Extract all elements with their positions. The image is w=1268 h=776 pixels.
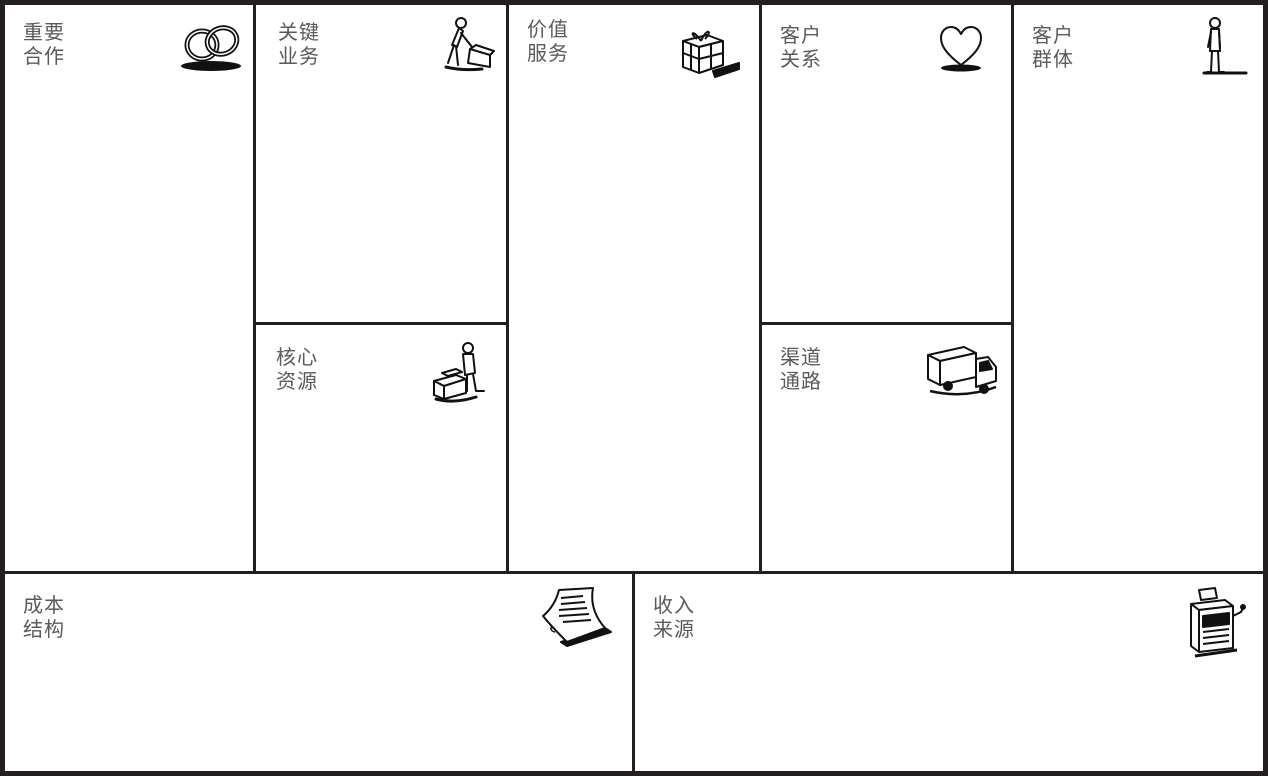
title-line-2: 关系: [780, 47, 822, 71]
invoice-paper-icon: [541, 586, 613, 648]
outer-border-left: [0, 0, 5, 776]
block-key-activities[interactable]: 关键 业务: [256, 5, 506, 322]
divider-vertical-1: [253, 0, 256, 573]
block-value-propositions[interactable]: 价值 服务: [509, 5, 759, 571]
block-title: 重要 合作: [23, 20, 65, 68]
gift-box-icon: [679, 19, 743, 79]
title-line-2: 来源: [653, 617, 695, 641]
title-line-2: 业务: [278, 44, 320, 68]
block-revenue-streams[interactable]: 收入 来源: [635, 574, 1263, 771]
block-channels[interactable]: 渠道 通路: [762, 325, 1011, 571]
standing-person-icon: [1198, 15, 1248, 77]
block-title: 价值 服务: [527, 17, 569, 65]
title-line-1: 价值: [527, 17, 569, 41]
outer-border-right: [1263, 0, 1268, 776]
title-line-2: 资源: [276, 369, 318, 393]
title-line-1: 重要: [23, 20, 65, 44]
worker-pushing-icon: [442, 15, 496, 73]
block-title: 客户 群体: [1032, 23, 1074, 71]
title-line-1: 客户: [780, 23, 822, 47]
title-line-1: 核心: [276, 345, 318, 369]
block-key-partners[interactable]: 重要 合作: [5, 5, 253, 571]
divider-vertical-2: [506, 0, 509, 573]
block-cost-structure[interactable]: 成本 结构: [5, 574, 632, 771]
block-title: 核心 资源: [276, 345, 318, 393]
title-line-1: 成本: [23, 593, 65, 617]
block-title: 关键 业务: [278, 20, 320, 68]
title-line-2: 合作: [23, 44, 65, 68]
block-title: 渠道 通路: [780, 345, 822, 393]
wedding-rings-icon: [178, 19, 244, 73]
heart-icon: [938, 25, 984, 73]
person-with-boxes-icon: [432, 341, 494, 405]
block-customer-relationships[interactable]: 客户 关系: [762, 5, 1011, 322]
divider-horizontal-activities: [255, 322, 508, 325]
cash-register-icon: [1185, 586, 1246, 662]
title-line-1: 渠道: [780, 345, 822, 369]
block-title: 收入 来源: [653, 593, 695, 641]
title-line-2: 通路: [780, 369, 822, 393]
delivery-truck-icon: [924, 345, 998, 401]
title-line-2: 群体: [1032, 47, 1074, 71]
block-title: 客户 关系: [780, 23, 822, 71]
title-line-2: 结构: [23, 617, 65, 641]
block-customer-segments[interactable]: 客户 群体: [1014, 5, 1263, 571]
outer-border-top: [0, 0, 1268, 5]
divider-vertical-bottom: [632, 572, 635, 774]
divider-horizontal-relationships: [761, 322, 1013, 325]
title-line-1: 客户: [1032, 23, 1074, 47]
block-key-resources[interactable]: 核心 资源: [256, 325, 506, 571]
title-line-1: 收入: [653, 593, 695, 617]
block-title: 成本 结构: [23, 593, 65, 641]
title-line-2: 服务: [527, 41, 569, 65]
divider-vertical-3: [759, 0, 762, 573]
title-line-1: 关键: [278, 20, 320, 44]
divider-vertical-4: [1011, 0, 1014, 573]
